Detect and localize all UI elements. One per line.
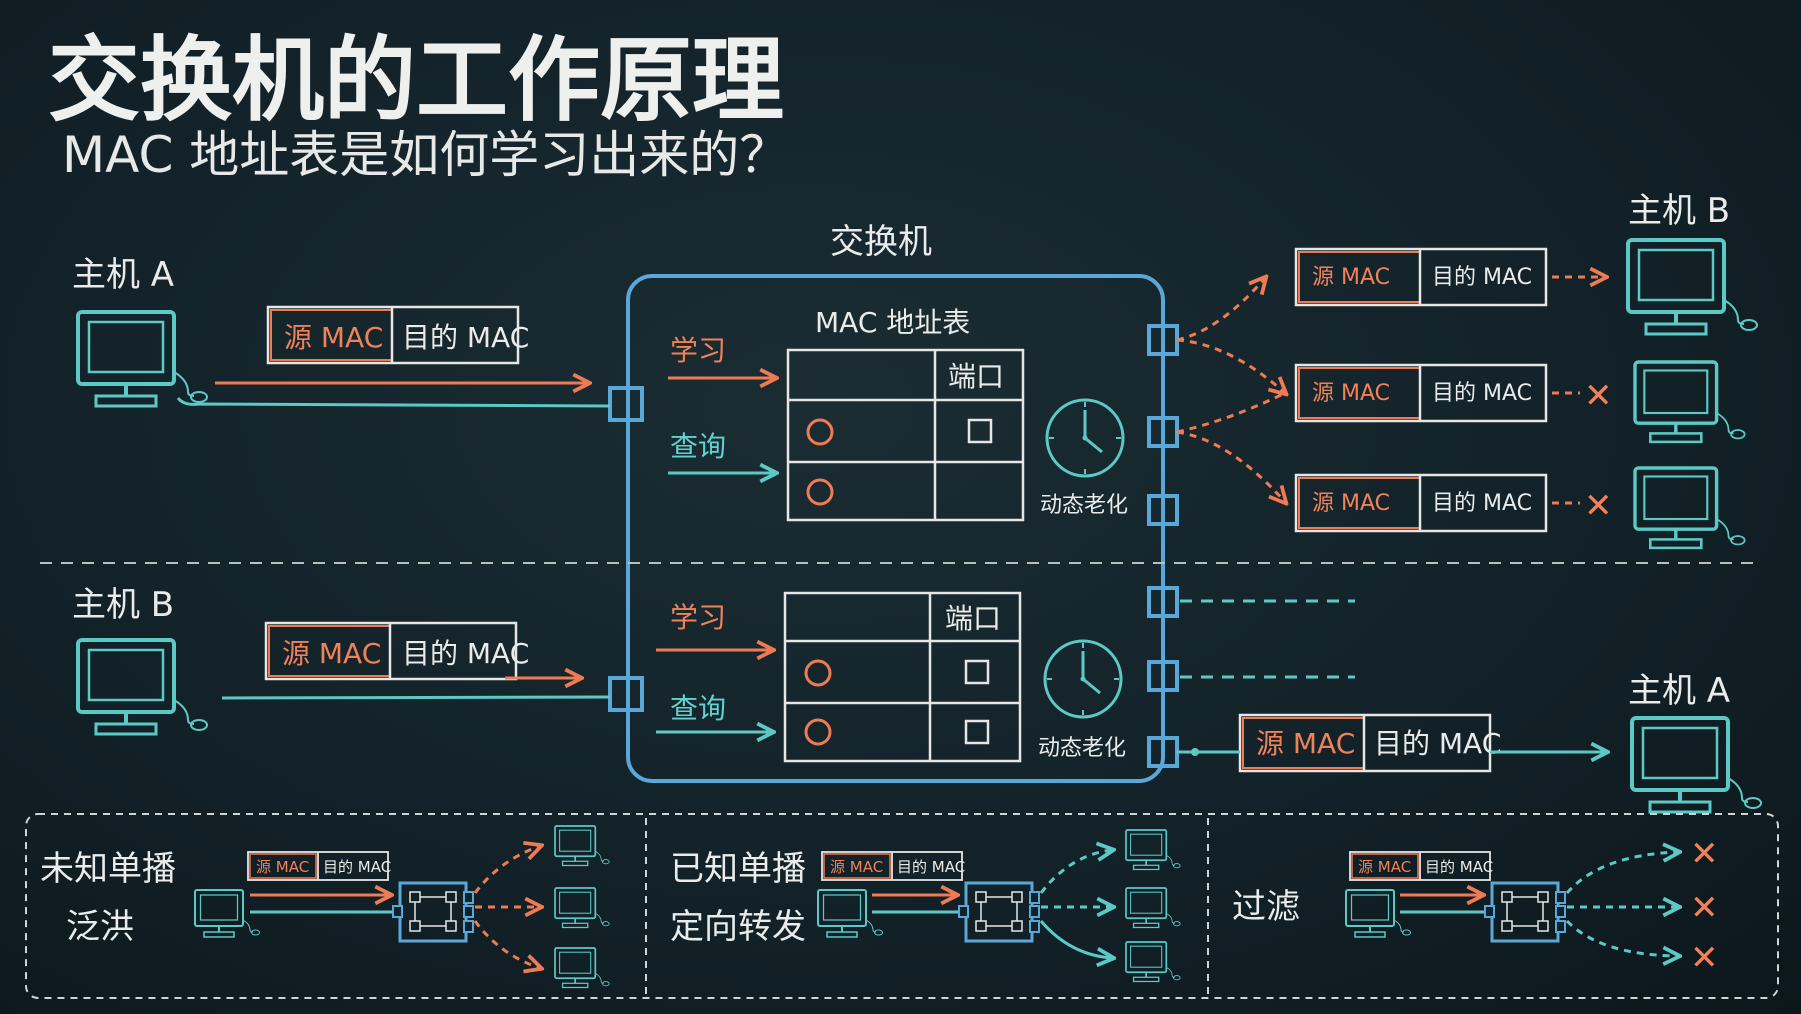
computer-icon <box>554 947 611 989</box>
src-mac-label: 源 MAC <box>282 637 381 670</box>
computer-icon <box>1630 716 1763 814</box>
dashed-arrow <box>1039 850 1112 894</box>
dashed-arrow <box>1565 919 1678 956</box>
cross-icon: ✕ <box>1690 938 1719 978</box>
frame-bottom-right: 源 MAC 目的 MAC <box>1238 713 1501 773</box>
aging-label: 动态老化 <box>1040 493 1128 518</box>
switch-icon <box>1483 881 1567 943</box>
src-mac-label: 源 MAC <box>1312 491 1390 516</box>
cable-host-b <box>221 695 611 700</box>
switch-port-left-bottom <box>608 676 644 712</box>
host-b-label-top: 主机 B <box>1628 191 1730 231</box>
switch-port-left-top <box>608 386 644 422</box>
dst-mac-label: 目的 MAC <box>323 858 391 876</box>
switch-port-right-5 <box>1147 660 1179 692</box>
src-mac-label: 源 MAC <box>1312 265 1390 290</box>
panel-1-subtitle: 泛洪 <box>66 907 134 947</box>
cross-icon: ✕ <box>1690 888 1719 928</box>
query-label-top: 查询 <box>670 430 726 463</box>
switch-port-right-4 <box>1147 586 1179 618</box>
mini-frame: 源 MAC 目的 MAC <box>247 851 391 881</box>
cross-icon: ✕ <box>1690 834 1719 874</box>
src-mac-label: 源 MAC <box>1312 381 1390 406</box>
flood-arrow <box>473 846 540 894</box>
host-a-label-top: 主机 A <box>72 255 174 295</box>
switch-icon <box>957 881 1041 943</box>
mac-table-bottom: 端口 <box>783 591 1022 763</box>
computer-icon <box>1125 887 1182 929</box>
src-mac-label: 源 MAC <box>1256 727 1355 760</box>
aging-label: 动态老化 <box>1038 736 1126 761</box>
flood-arrow-3 <box>1176 430 1285 502</box>
dst-mac-label: 目的 MAC <box>1374 727 1501 760</box>
src-mac-label: 源 MAC <box>830 858 883 876</box>
host-b-label-bottom: 主机 B <box>72 585 174 625</box>
frame-bottom-left: 源 MAC 目的 MAC <box>264 621 529 681</box>
computer-icon <box>194 889 261 938</box>
dashed-arrow <box>1565 852 1678 894</box>
mini-frame: 源 MAC 目的 MAC <box>821 851 965 881</box>
panel-1-title: 未知单播 <box>40 849 176 889</box>
computer-icon <box>554 887 611 929</box>
dst-mac-label: 目的 MAC <box>1432 381 1532 406</box>
computer-icon <box>1125 829 1182 871</box>
flood-arrow-2b <box>1176 391 1286 434</box>
switch-icon <box>391 881 475 943</box>
switch-port-right-3 <box>1147 494 1179 526</box>
dst-mac-label: 目的 MAC <box>402 321 529 354</box>
dst-mac-label: 目的 MAC <box>1432 491 1532 516</box>
computer-icon <box>554 825 611 867</box>
cross-icon: ✕ <box>1584 376 1613 416</box>
page-subtitle: MAC 地址表是如何学习出来的？ <box>62 126 789 184</box>
forward-arrow <box>1039 920 1112 958</box>
cross-icon: ✕ <box>1584 486 1613 526</box>
summary-panel <box>25 813 1779 999</box>
mac-table-top: 端口 <box>786 348 1025 522</box>
src-mac-label: 源 MAC <box>1358 858 1411 876</box>
clock-icon <box>1043 639 1123 719</box>
frame-top-left: 源 MAC 目的 MAC <box>266 305 529 365</box>
panel-2-title: 已知单播 <box>670 849 806 889</box>
port-header: 端口 <box>945 602 1001 635</box>
frame-flood-3: 源 MAC 目的 MAC <box>1294 473 1548 533</box>
dst-mac-label: 目的 MAC <box>1432 265 1532 290</box>
mac-table-title: MAC 地址表 <box>815 306 970 339</box>
learn-label-bottom: 学习 <box>670 601 726 634</box>
page-title: 交换机的工作原理 <box>48 27 784 134</box>
flood-arrow-1 <box>1176 278 1265 342</box>
src-mac-label: 源 MAC <box>284 321 383 354</box>
computer-icon <box>1125 941 1182 983</box>
dst-mac-label: 目的 MAC <box>402 637 529 670</box>
computer-icon <box>1626 238 1759 336</box>
switch-label: 交换机 <box>830 222 932 262</box>
frame-flood-1: 源 MAC 目的 MAC <box>1294 247 1548 307</box>
dst-mac-label: 目的 MAC <box>897 858 965 876</box>
computer-icon <box>1633 360 1747 444</box>
computer-icon <box>76 310 209 408</box>
frame-flood-2: 源 MAC 目的 MAC <box>1294 363 1548 423</box>
panel-3-title: 过滤 <box>1232 887 1300 927</box>
clock-icon <box>1045 398 1125 478</box>
switch-box <box>626 274 1165 783</box>
learn-label-top: 学习 <box>670 334 726 367</box>
computer-icon <box>1633 466 1747 550</box>
port-header: 端口 <box>948 360 1004 393</box>
panel-2-subtitle: 定向转发 <box>670 907 806 947</box>
dst-mac-label: 目的 MAC <box>1425 858 1493 876</box>
mini-frame: 源 MAC 目的 MAC <box>1349 851 1493 881</box>
query-label-bottom: 查询 <box>670 692 726 725</box>
src-mac-label: 源 MAC <box>256 858 309 876</box>
flood-arrow <box>473 920 540 968</box>
cable-host-a <box>176 397 611 408</box>
flood-arrow-2 <box>1176 338 1285 393</box>
computer-icon <box>76 638 209 736</box>
host-a-label-bottom: 主机 A <box>1628 671 1730 711</box>
